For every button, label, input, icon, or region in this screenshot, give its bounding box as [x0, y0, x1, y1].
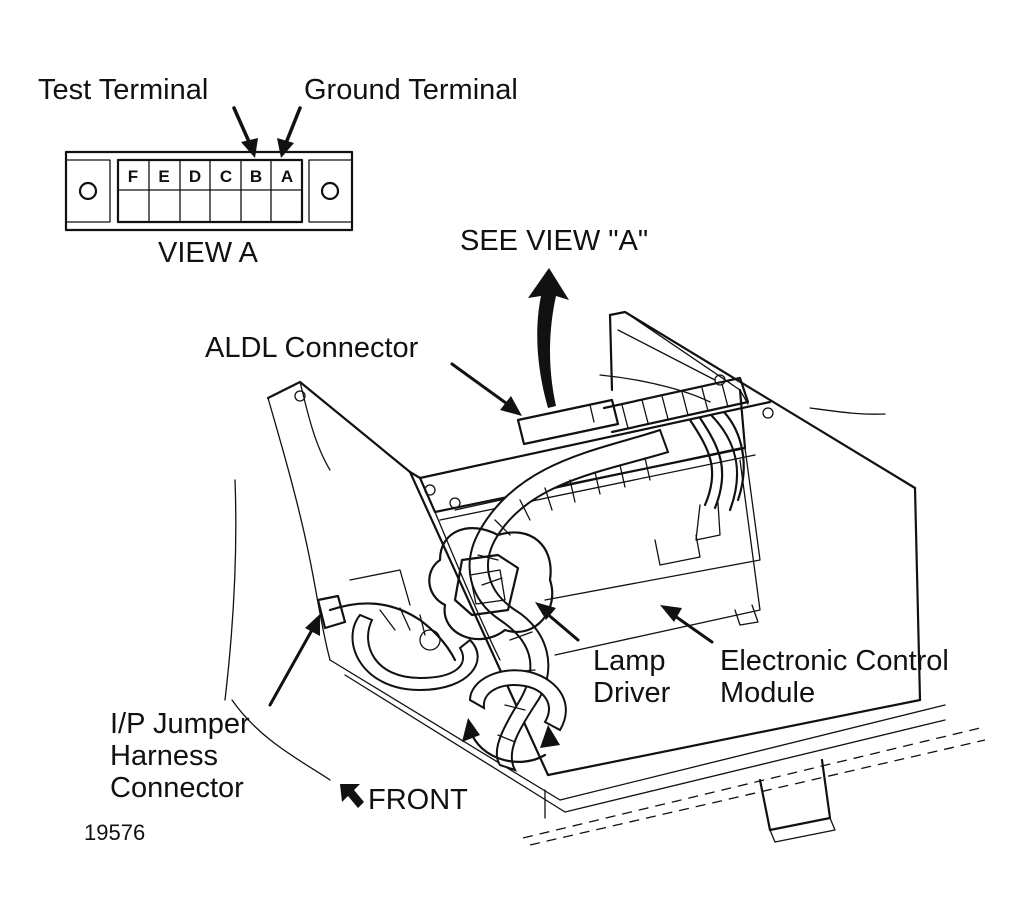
dash-panel-outline — [224, 374, 886, 781]
mount-hole-left — [78, 181, 98, 201]
ip-harness-loop — [316, 569, 479, 692]
ip-connector-arrow — [268, 614, 320, 707]
aldl-connector-arrow — [450, 362, 522, 416]
support-bracket — [329, 659, 986, 846]
mount-hole-right — [320, 181, 340, 201]
pin-c: C — [220, 167, 232, 186]
ground-terminal-arrow — [277, 106, 302, 158]
aldl-connector-label: ALDL Connector — [205, 332, 419, 364]
pin-e: E — [158, 167, 169, 186]
test-terminal-label: Test Terminal — [38, 74, 208, 106]
lamp-driver-label-2: Driver — [593, 677, 671, 709]
lamp-driver-label-1: Lamp — [593, 645, 666, 677]
pin-d: D — [189, 167, 201, 186]
ecm-label-1: Electronic Control — [720, 645, 949, 677]
harness-conduit — [468, 428, 670, 772]
ecm-housing — [408, 310, 922, 777]
lower-harness — [462, 669, 567, 763]
ecm-arrow — [660, 605, 714, 644]
ip-connector-label-2: Harness — [110, 740, 218, 772]
view-a-caption: VIEW A — [158, 237, 259, 269]
aldl-connector — [516, 376, 750, 446]
figure-number: 19576 — [84, 820, 145, 845]
view-a-connector: F E D C B A — [64, 150, 354, 232]
test-terminal-arrow — [232, 106, 258, 158]
ground-terminal-label: Ground Terminal — [304, 74, 518, 106]
wiring-harness — [654, 410, 745, 566]
pin-b: B — [250, 167, 262, 186]
pin-f: F — [128, 167, 138, 186]
ip-connector-label-3: Connector — [110, 772, 244, 804]
front-label: FRONT — [368, 784, 468, 816]
see-view-a-label: SEE VIEW "A" — [460, 225, 648, 257]
pin-a: A — [281, 167, 293, 186]
lamp-driver-arrow — [535, 602, 580, 642]
see-view-a-arrow — [528, 268, 569, 408]
front-arrow-icon — [340, 784, 364, 808]
ip-connector-label-1: I/P Jumper — [110, 708, 250, 740]
ecm-label-2: Module — [720, 677, 815, 709]
